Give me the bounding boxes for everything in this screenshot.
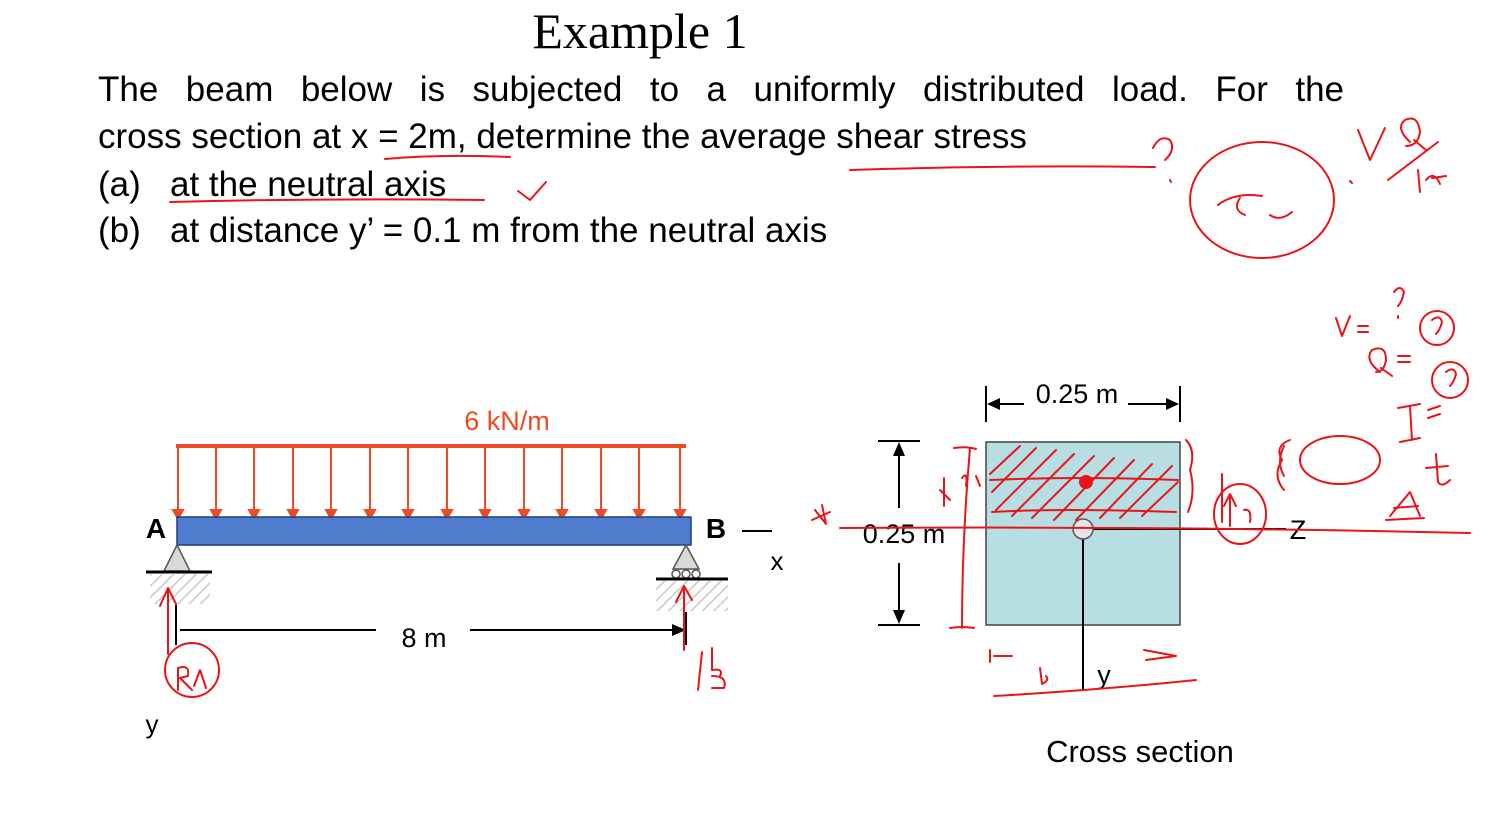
load-label: 6 kN/m (464, 406, 550, 436)
width-label: 0.25 m (1036, 379, 1119, 409)
distributed-load (171, 444, 687, 522)
part-b-text: at distance y’ = 0.1 m from the neutral … (170, 211, 828, 250)
cross-section-caption: Cross section (1046, 734, 1234, 769)
height-label: 0.25 m (863, 519, 946, 549)
part-a-text: at the neutral axis (170, 165, 447, 204)
problem-line-1: The beam below is subjected to a uniform… (98, 70, 1344, 109)
height-dimension (878, 440, 920, 626)
roller-support-b (656, 543, 728, 611)
span-dimension (175, 605, 687, 645)
x-axis-label: x (771, 546, 784, 576)
part-a-tag: (a) (98, 165, 141, 204)
support-b-label: B (706, 513, 726, 544)
y-axis-label: y (146, 709, 159, 739)
section-y-label: y (1097, 660, 1111, 690)
width-dimension (985, 386, 1181, 422)
support-a-label: A (146, 513, 166, 544)
problem-line-2: cross section at x = 2m, determine the a… (98, 117, 1027, 156)
pin-support-a (146, 543, 212, 604)
beam-body (176, 516, 692, 546)
part-b-tag: (b) (98, 211, 141, 250)
centroid-icon (1072, 518, 1094, 540)
part-b: (b) at distance y’ = 0.1 m from the neutr… (98, 211, 827, 251)
slide-title: Example 1 (532, 3, 748, 59)
part-a: (a) at the neutral axis (98, 165, 446, 205)
span-label: 8 m (401, 623, 446, 653)
handwritten-annotations (159, 117, 1471, 698)
